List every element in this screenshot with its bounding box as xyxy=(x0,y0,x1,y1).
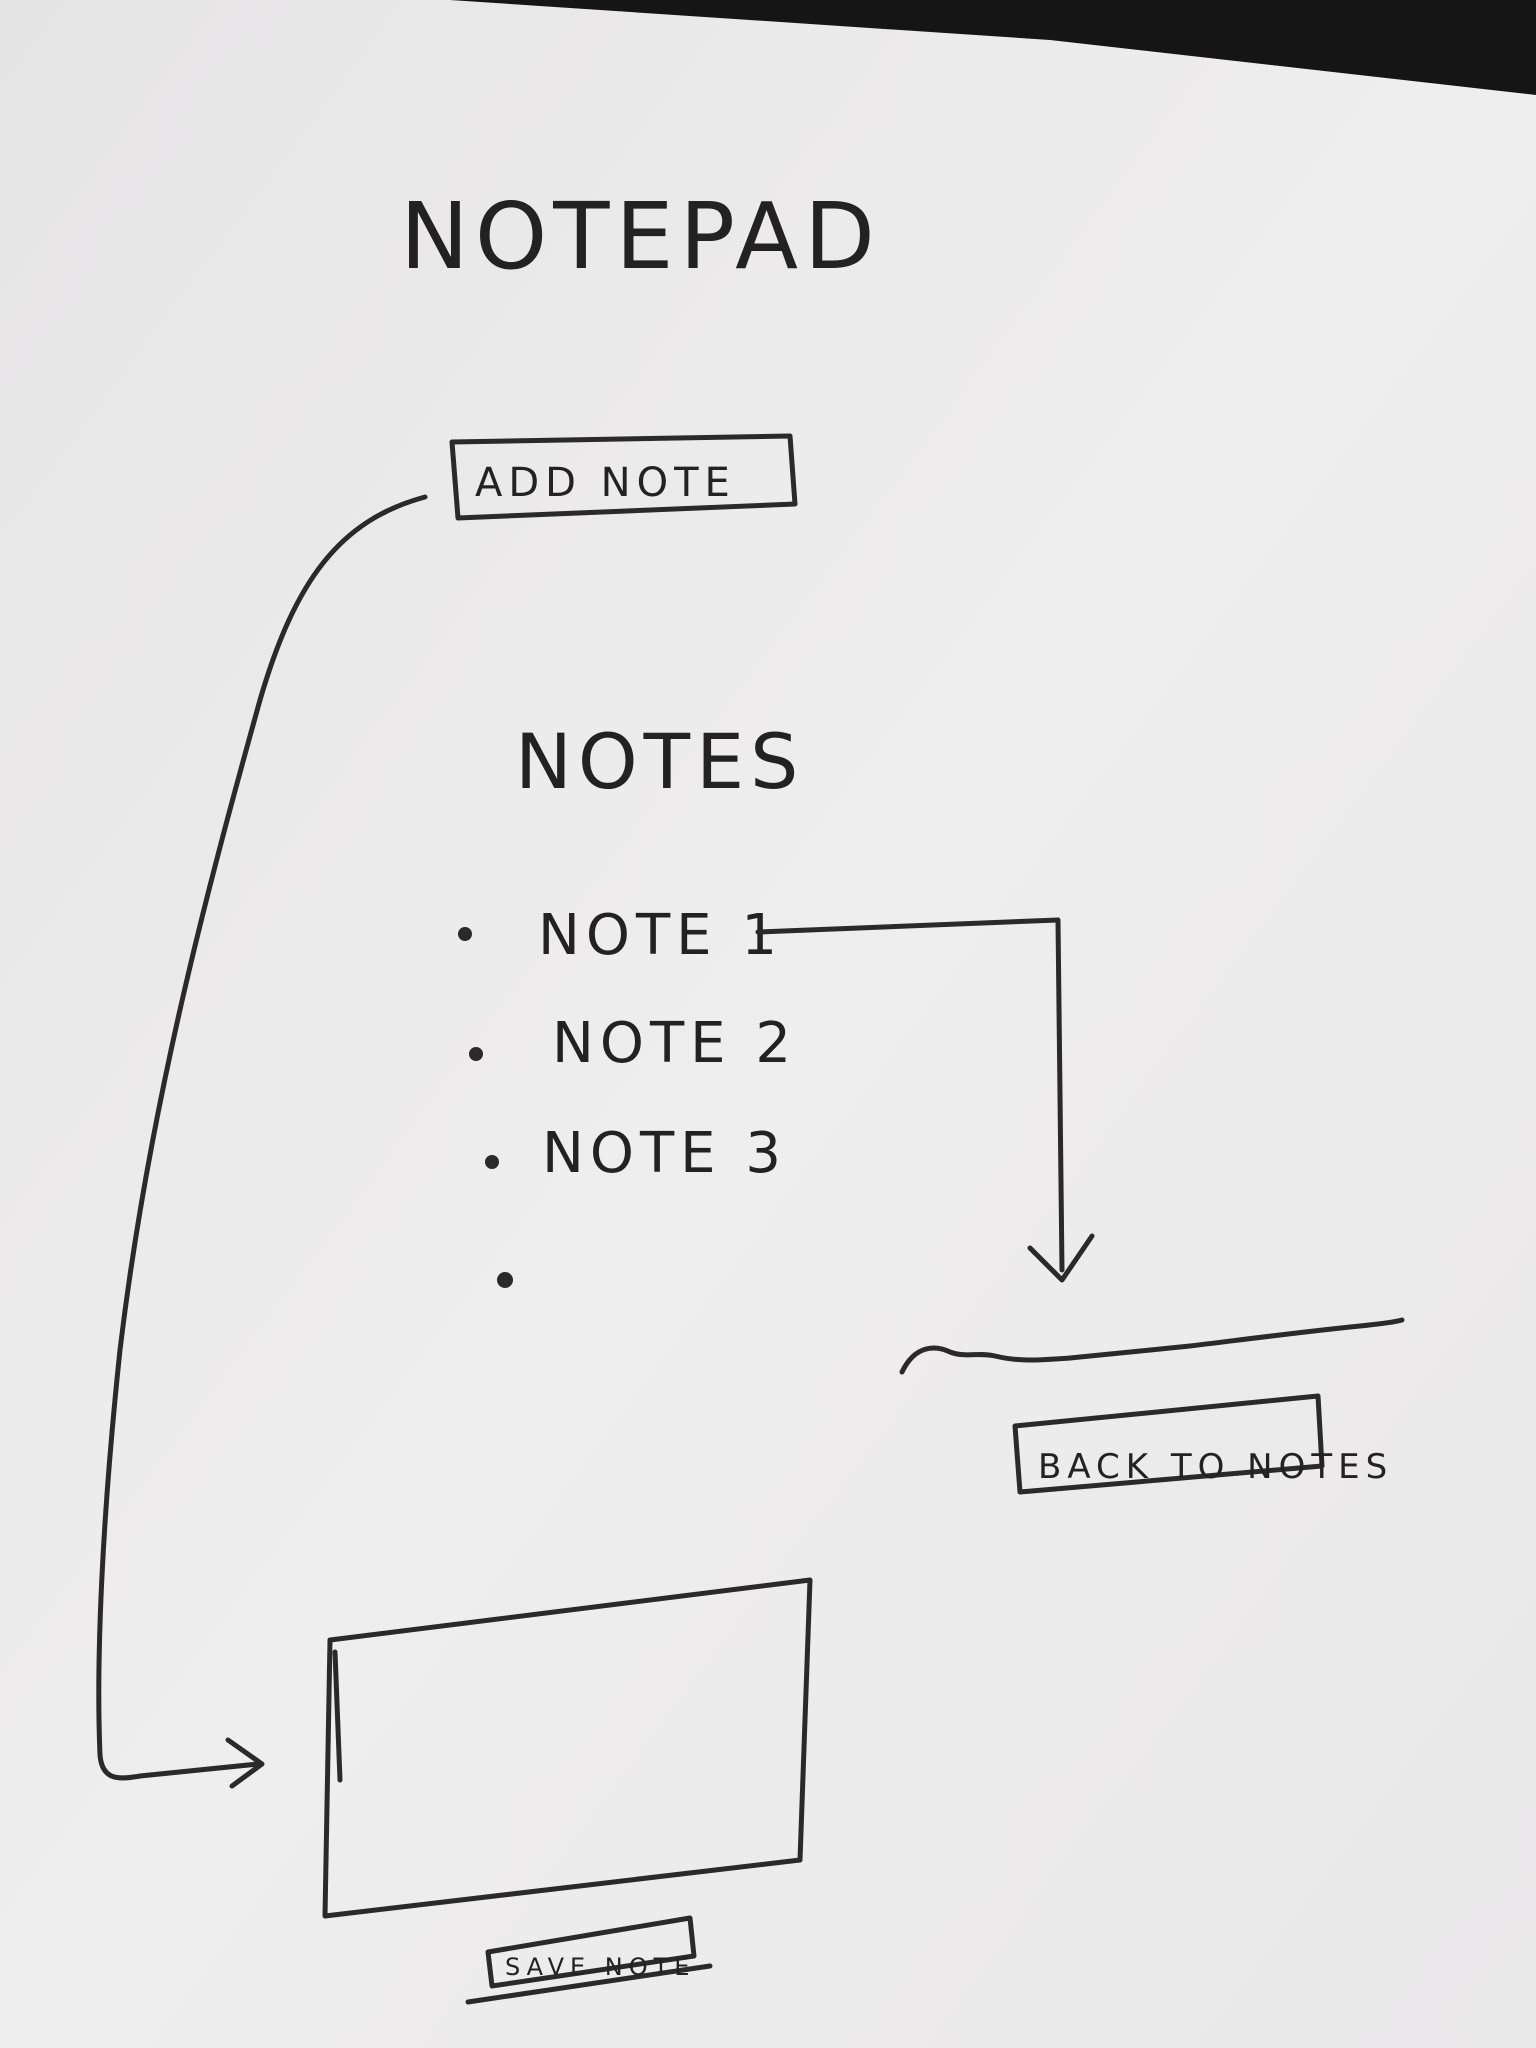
note-2-label: NOTE 2 xyxy=(552,1011,797,1076)
note-content-line xyxy=(899,1317,1405,1375)
page-title: NOTEPAD xyxy=(400,183,881,290)
save-note-label: SAVE NOTE xyxy=(505,1953,695,1981)
notes-list: NOTE 1 NOTE 2 NOTE 3 xyxy=(458,903,797,1288)
list-item[interactable] xyxy=(497,1272,513,1288)
arrow-note-to-detail xyxy=(755,917,1095,1283)
bullet-icon xyxy=(458,927,472,941)
arrow-add-to-editor xyxy=(96,494,428,1789)
bullet-icon xyxy=(469,1047,483,1061)
add-note-button[interactable]: ADD NOTE xyxy=(449,433,798,521)
back-to-notes-label: BACK TO NOTES xyxy=(1038,1447,1393,1487)
list-item[interactable]: NOTE 2 xyxy=(469,1011,797,1076)
note-1-label: NOTE 1 xyxy=(538,903,783,968)
bullet-icon xyxy=(497,1272,513,1288)
list-item[interactable]: NOTE 3 xyxy=(485,1121,787,1186)
back-to-notes-button[interactable]: BACK TO NOTES xyxy=(1012,1393,1393,1495)
note-3-label: NOTE 3 xyxy=(542,1121,787,1186)
list-item[interactable]: NOTE 1 xyxy=(458,903,783,968)
add-note-label: ADD NOTE xyxy=(475,460,736,506)
save-note-button[interactable]: SAVE NOTE xyxy=(465,1915,713,2005)
notes-heading: NOTES xyxy=(515,717,804,806)
note-editor-textarea[interactable] xyxy=(322,1577,813,1919)
bullet-icon xyxy=(485,1155,499,1169)
